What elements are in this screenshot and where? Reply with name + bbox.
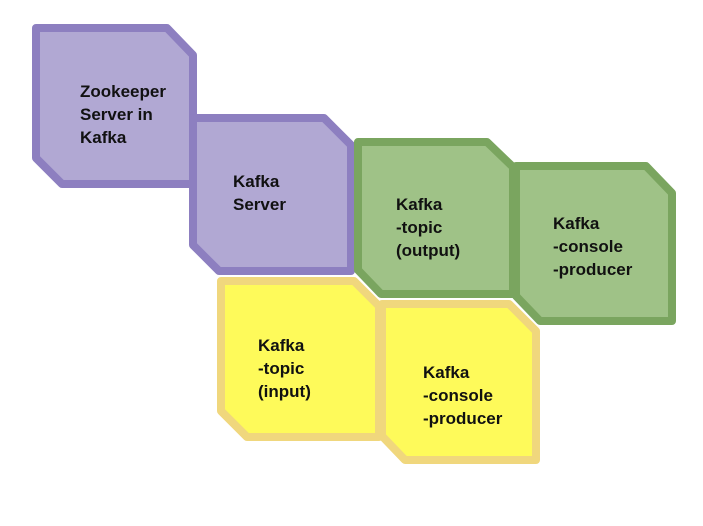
label-line: -console bbox=[553, 237, 623, 256]
block-label-kafka-server: Kafka Server bbox=[233, 170, 286, 216]
label-line: Kafka bbox=[423, 363, 470, 382]
block-label-zookeeper-server: Zookeeper Server in Kafka bbox=[80, 80, 166, 149]
block-shape-console-producer-green bbox=[512, 162, 676, 325]
label-line: Kafka bbox=[80, 128, 127, 147]
label-line: Server bbox=[233, 195, 286, 214]
label-line: -producer bbox=[423, 409, 503, 428]
label-line: Server in bbox=[80, 105, 153, 124]
label-line: -console bbox=[423, 386, 493, 405]
block-label-topic-output: Kafka -topic (output) bbox=[396, 193, 460, 262]
label-line: -topic bbox=[396, 218, 443, 237]
label-line: Kafka bbox=[233, 172, 280, 191]
label-line: Kafka bbox=[396, 195, 443, 214]
label-line: Kafka bbox=[553, 214, 600, 233]
label-line: -topic bbox=[258, 359, 305, 378]
block-label-topic-input: Kafka -topic (input) bbox=[258, 334, 311, 403]
label-line: Zookeeper bbox=[80, 82, 166, 101]
label-line: -producer bbox=[553, 260, 633, 279]
block-label-console-producer-green: Kafka -console -producer bbox=[553, 212, 632, 281]
block-label-console-producer-yellow: Kafka -console -producer bbox=[423, 361, 502, 430]
block-shape-kafka-server bbox=[189, 114, 355, 275]
label-line: (input) bbox=[258, 382, 311, 401]
label-line: (output) bbox=[396, 241, 461, 260]
block-shape-console-producer-yellow bbox=[378, 300, 540, 464]
label-line: Kafka bbox=[258, 336, 305, 355]
